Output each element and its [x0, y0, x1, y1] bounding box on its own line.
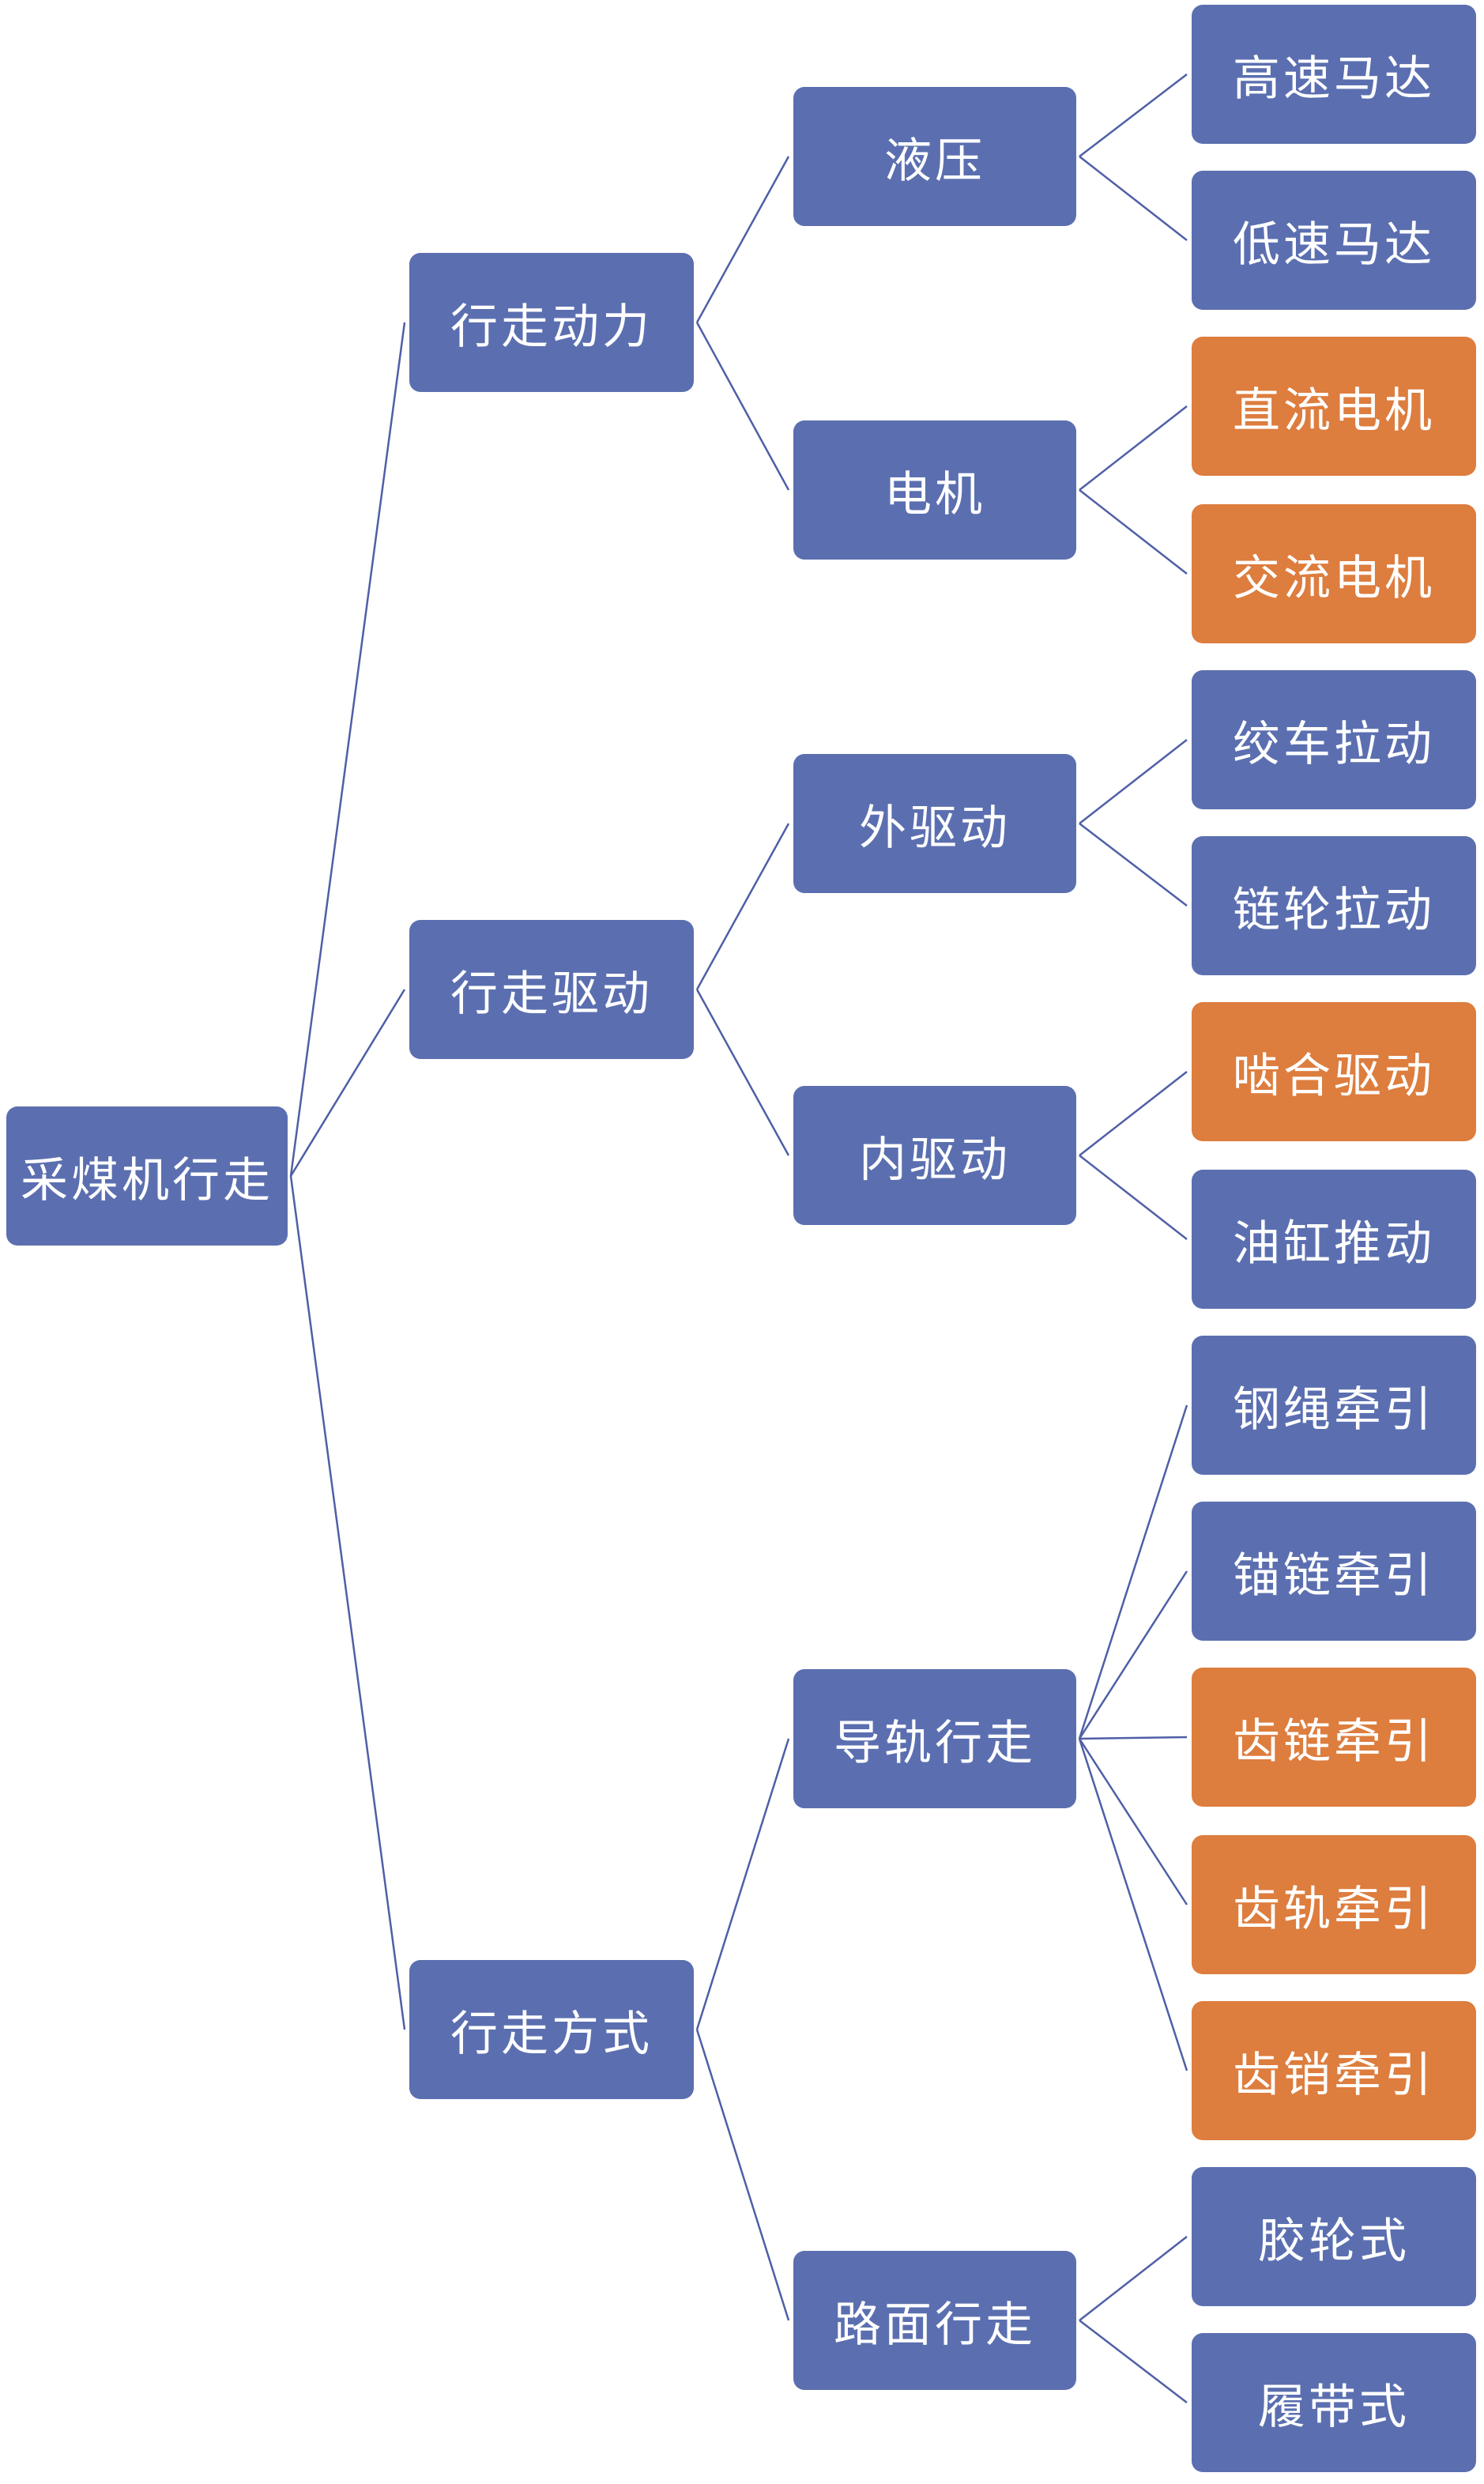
connector-line: [695, 156, 790, 323]
connector-line: [1078, 1738, 1188, 2071]
tree-node-level-3: 齿链牵引: [1192, 1668, 1476, 1807]
tree-node-level-3: 链轮拉动: [1192, 836, 1476, 975]
tree-node-level-1: 行走方式: [409, 1960, 694, 2099]
connector-line: [695, 989, 790, 1156]
connector-line: [695, 1738, 790, 2030]
tree-node-level-3: 齿销牵引: [1192, 2001, 1476, 2140]
connector-line: [1079, 489, 1188, 575]
tree-node-level-3: 交流电机: [1192, 504, 1476, 643]
connector-line: [1079, 2320, 1188, 2403]
tree-node-level-3: 齿轨牵引: [1192, 1835, 1476, 1974]
connector-line: [289, 989, 406, 1177]
connector-line: [1079, 739, 1188, 824]
connector-line: [1078, 1404, 1188, 1740]
tree-node-level-3: 低速马达: [1192, 171, 1476, 310]
root-node: 采煤机行走: [6, 1106, 288, 1246]
connector-line: [1079, 2236, 1188, 2321]
tree-node-level-1: 行走动力: [409, 253, 694, 392]
tree-node-level-3: 钢绳牵引: [1192, 1336, 1476, 1475]
tree-node-level-3: 高速马达: [1192, 5, 1476, 144]
connector-line: [1079, 1071, 1188, 1156]
connector-line: [289, 1175, 406, 2030]
tree-node-level-3: 啮合驱动: [1192, 1002, 1476, 1141]
tree-node-level-2: 导轨行走: [793, 1669, 1076, 1808]
connector-line: [1079, 1155, 1188, 1240]
tree-node-level-3: 油缸推动: [1192, 1170, 1476, 1309]
tree-node-level-2: 外驱动: [793, 754, 1076, 893]
connector-line: [1079, 1736, 1188, 1740]
connector-line: [1079, 156, 1188, 241]
connector-line: [1079, 405, 1188, 491]
connector-line: [695, 322, 790, 491]
tree-node-level-2: 内驱动: [793, 1086, 1076, 1225]
tree-node-level-3: 直流电机: [1192, 337, 1476, 476]
tree-node-level-2: 液压: [793, 87, 1076, 226]
tree-node-level-3: 绞车拉动: [1192, 670, 1476, 809]
tree-node-level-3: 履带式: [1192, 2333, 1476, 2472]
connector-line: [1078, 1738, 1188, 1905]
tree-node-level-3: 锚链牵引: [1192, 1502, 1476, 1641]
connector-line: [1079, 823, 1188, 907]
tree-node-level-3: 胶轮式: [1192, 2167, 1476, 2306]
connector-line: [1078, 1570, 1188, 1740]
connector-line: [289, 322, 406, 1177]
tree-node-level-1: 行走驱动: [409, 920, 694, 1059]
tree-node-level-2: 电机: [793, 420, 1076, 560]
connector-line: [1079, 74, 1188, 157]
connector-line: [695, 823, 790, 990]
tree-node-level-2: 路面行走: [793, 2251, 1076, 2390]
connector-line: [695, 2029, 790, 2321]
